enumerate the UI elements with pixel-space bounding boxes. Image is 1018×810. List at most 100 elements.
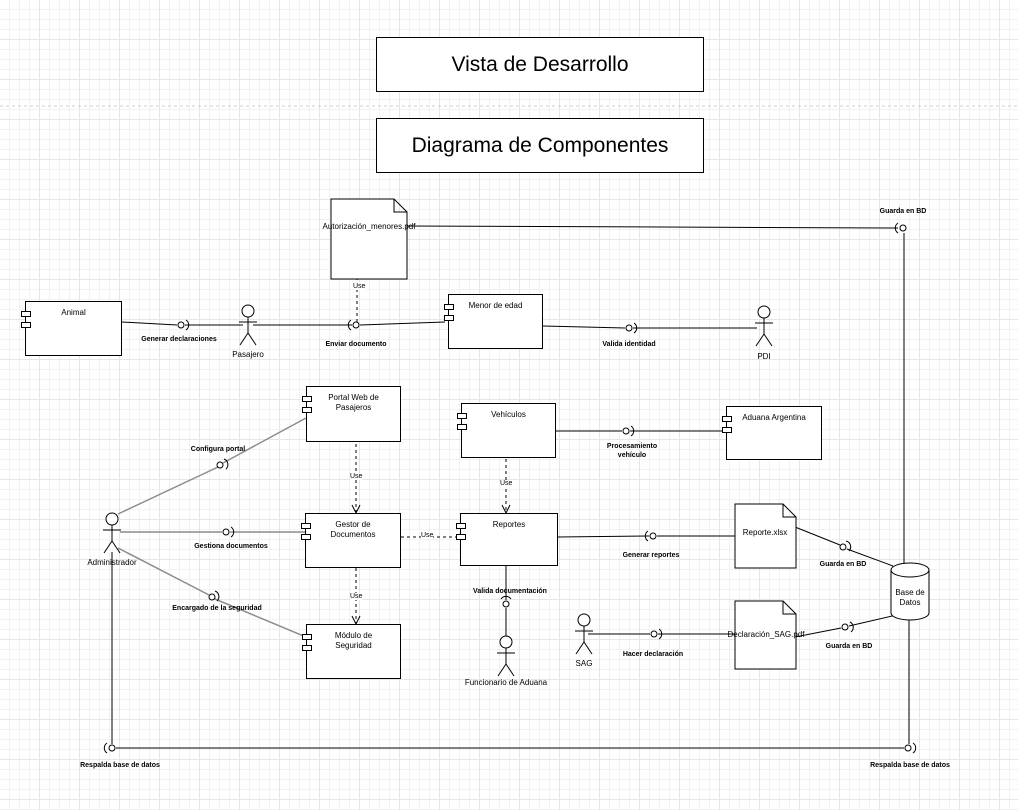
connector-enviar-menor (359, 321, 446, 326)
component-port-icon (456, 523, 466, 529)
label-valida-documentacion: Valida documentación (473, 588, 547, 595)
component-port-icon (21, 322, 31, 328)
actor-sag-figure (575, 613, 593, 655)
component-aduana-argentina[interactable]: Aduana Argentina (722, 406, 822, 460)
interface-guarda-bd-top (894, 222, 907, 234)
actor-pasajero-figure (239, 304, 257, 346)
connector-guarda-db2 (846, 548, 894, 567)
actor-pdi-label: PDI (757, 352, 771, 361)
component-aduana-label: Aduana Argentina (742, 413, 806, 422)
interface-configura-portal (216, 458, 229, 470)
component-port-icon (21, 311, 31, 317)
interface-valida-documentacion (500, 595, 512, 608)
interface-respalda-left (103, 742, 116, 754)
connector-admin-encargado (117, 547, 210, 596)
document-autorizacion-shape (330, 198, 408, 280)
connector-encargado-seguridad (214, 598, 307, 638)
component-portal-label: Portal Web de Pasajeros (328, 393, 379, 412)
component-modulo-seguridad[interactable]: Módulo de Seguridad (302, 624, 401, 679)
connector-admin-configura (117, 466, 219, 515)
label-use-gestor: Use (421, 532, 434, 539)
connector-reporte-guarda (794, 526, 841, 546)
interface-generar-declaraciones (177, 319, 190, 331)
database-base-de-datos[interactable]: Base de Datos (885, 588, 935, 608)
label-use-portal: Use (350, 473, 363, 480)
label-procesamiento-line2: vehículo (617, 452, 647, 459)
actor-administrador-label: Administrador (87, 558, 137, 567)
label-generar-reportes: Generar reportes (622, 552, 680, 559)
connector-menor-valida (542, 325, 626, 329)
actor-administrador-figure (103, 512, 121, 554)
component-vehiculos[interactable]: Vehículos (457, 403, 556, 458)
database-label-line1: Base de (895, 588, 925, 597)
document-autorizacion-label: Autorización_menores.pdf (322, 222, 416, 231)
actor-pasajero-label: Pasajero (232, 350, 264, 359)
view-title-text: Vista de Desarrollo (451, 52, 629, 76)
document-declaracion-shape (734, 600, 797, 670)
component-portal-web[interactable]: Portal Web de Pasajeros (302, 386, 401, 442)
component-port-icon (301, 523, 311, 529)
label-gestiona-documentos: Gestiona documentos (194, 543, 268, 550)
actor-funcionario-figure (497, 635, 515, 677)
interface-procesamiento-vehiculo (622, 425, 635, 437)
component-reportes[interactable]: Reportes (456, 513, 558, 566)
label-respalda-right: Respalda base de datos (870, 762, 950, 769)
document-reporte-shape (734, 503, 797, 569)
document-reporte-label: Reporte.xlsx (742, 528, 788, 537)
label-use-autorizacion: Use (353, 283, 366, 290)
label-guarda-bd-sag: Guarda en BD (825, 643, 873, 650)
actor-pdi-figure (755, 305, 773, 347)
label-procesamiento-vehiculo: Procesamiento vehículo (596, 442, 668, 460)
interface-gestiona-documentos (222, 526, 235, 538)
label-hacer-declaracion: Hacer declaración (622, 651, 684, 658)
database-label-line2: Datos (899, 598, 921, 607)
interface-guarda-bd-reporte (839, 540, 852, 552)
component-menor-label: Menor de edad (468, 301, 523, 310)
component-port-icon (457, 424, 467, 430)
label-valida-identidad: Valida identidad (602, 341, 656, 348)
connector-animal-generar (121, 321, 178, 326)
label-use-vehiculos: Use (500, 480, 513, 487)
connector-reportes-generar (557, 535, 650, 538)
document-reporte[interactable]: Reporte.xlsx (730, 528, 800, 537)
document-declaracion[interactable]: Declaración_SAG.pdf (716, 630, 816, 639)
interface-valida-identidad (625, 322, 638, 334)
label-guarda-bd-reporte: Guarda en BD (819, 561, 867, 568)
label-respalda-left: Respalda base de datos (80, 762, 160, 769)
component-animal-label: Animal (61, 308, 86, 317)
component-reportes-label: Reportes (492, 520, 526, 529)
label-procesamiento-line1: Procesamiento (606, 443, 658, 450)
component-animal[interactable]: Animal (21, 301, 122, 356)
connector-configura-portal (222, 417, 307, 464)
component-gestor-documentos[interactable]: Gestor de Documentos (301, 513, 401, 568)
label-encargado-seguridad: Encargado de la seguridad (172, 605, 262, 612)
component-port-icon (302, 645, 312, 651)
interface-hacer-declaracion (650, 628, 663, 640)
view-title: Vista de Desarrollo (376, 37, 704, 92)
component-menor-de-edad[interactable]: Menor de edad (444, 294, 543, 349)
diagram-title: Diagrama de Componentes (376, 118, 704, 173)
interface-guarda-bd-sag (841, 621, 854, 633)
label-enviar-documento: Enviar documento (325, 341, 387, 348)
connector-declaracion-guarda (794, 627, 842, 638)
component-port-icon (457, 413, 467, 419)
component-port-icon (722, 416, 732, 422)
component-vehiculos-label: Vehículos (491, 410, 526, 419)
interface-encargado-seguridad (208, 590, 220, 602)
label-configura-portal: Configura portal (190, 446, 246, 453)
interface-respalda-right (904, 742, 917, 754)
database-cylinder (890, 562, 930, 621)
label-use-seguridad: Use (350, 593, 363, 600)
label-guarda-bd-top: Guarda en BD (879, 208, 927, 215)
component-port-icon (302, 634, 312, 640)
component-port-icon (722, 427, 732, 433)
document-autorizacion[interactable]: Autorización_menores.pdf (306, 222, 432, 231)
diagram-title-text: Diagrama de Componentes (411, 133, 669, 157)
label-generar-declaraciones: Generar declaraciones (141, 336, 217, 343)
component-seguridad-label: Módulo de Seguridad (334, 631, 373, 650)
actor-sag-label: SAG (575, 659, 593, 668)
component-port-icon (444, 304, 454, 310)
connector-autorizacion-guarda (405, 225, 899, 229)
interface-enviar-documento (347, 319, 360, 331)
document-declaracion-label: Declaración_SAG.pdf (727, 630, 805, 639)
